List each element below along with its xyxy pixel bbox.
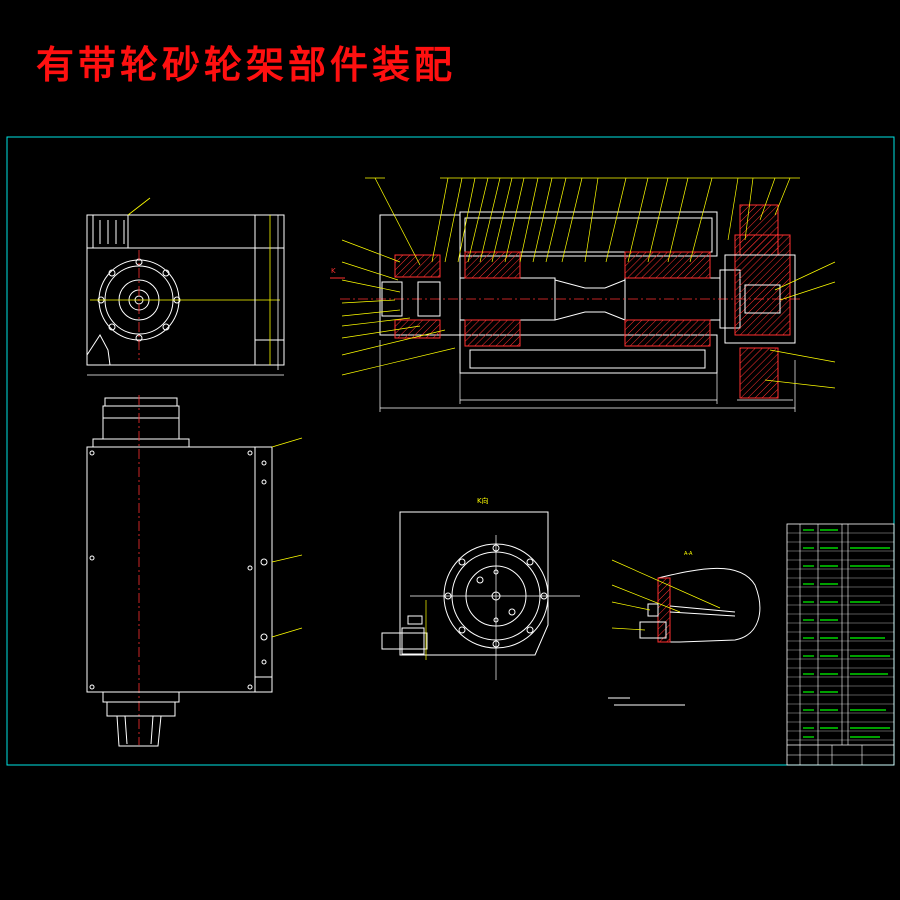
- drawing-border: [6, 136, 895, 766]
- section-a-a-label: A-A: [684, 551, 693, 557]
- section-a-a-view: A-A: [611, 551, 761, 643]
- k-view-label: K向: [477, 496, 489, 505]
- technical-notes: [608, 697, 685, 706]
- front-view: [86, 395, 303, 747]
- drawing-title: 有带轮砂轮架部件装配: [36, 42, 457, 87]
- section-assembly-view: K: [330, 177, 836, 412]
- k-direction-view: K向: [381, 496, 580, 680]
- parts-list-table: [786, 523, 895, 766]
- k-arrow-label: K: [331, 267, 336, 275]
- end-view: [86, 197, 285, 376]
